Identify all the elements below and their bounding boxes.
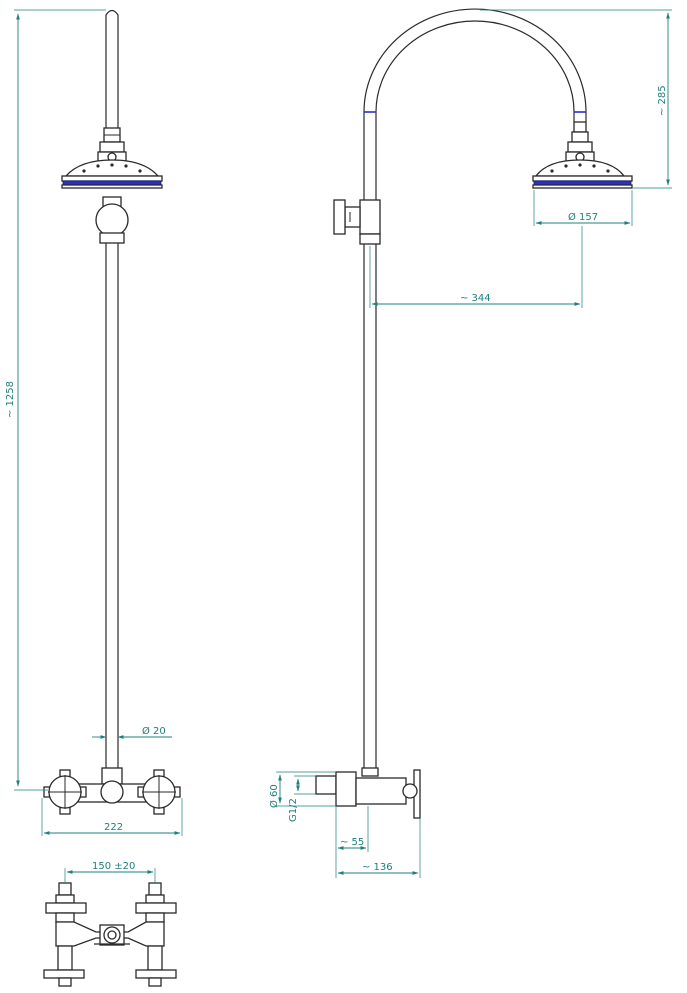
arm-reach-label: ~ 344 (460, 293, 491, 304)
connection-spacing-label: 150 ±20 (92, 861, 135, 872)
bottom-view (43, 882, 177, 987)
body-diameter-label: Ø 60 (268, 784, 280, 808)
handle-depth-label: ~ 136 (362, 862, 393, 873)
front-view (43, 9, 181, 815)
dimension-labels: ~ 1258 Ø 20 222 ~ 285 Ø 157 ~ 344 Ø 60 G… (5, 85, 668, 873)
arm-height-label: ~ 285 (657, 85, 668, 116)
dimension-lines (14, 9, 672, 883)
wall-offset-label: ~ 55 (340, 837, 364, 848)
side-view (315, 8, 633, 819)
pipe-diameter-label: Ø 20 (142, 725, 166, 737)
mixer-width-label: 222 (104, 822, 123, 833)
thread-label: G1/2 (288, 798, 299, 822)
total-height-label: ~ 1258 (5, 381, 16, 418)
head-diameter-label: Ø 157 (568, 211, 598, 223)
